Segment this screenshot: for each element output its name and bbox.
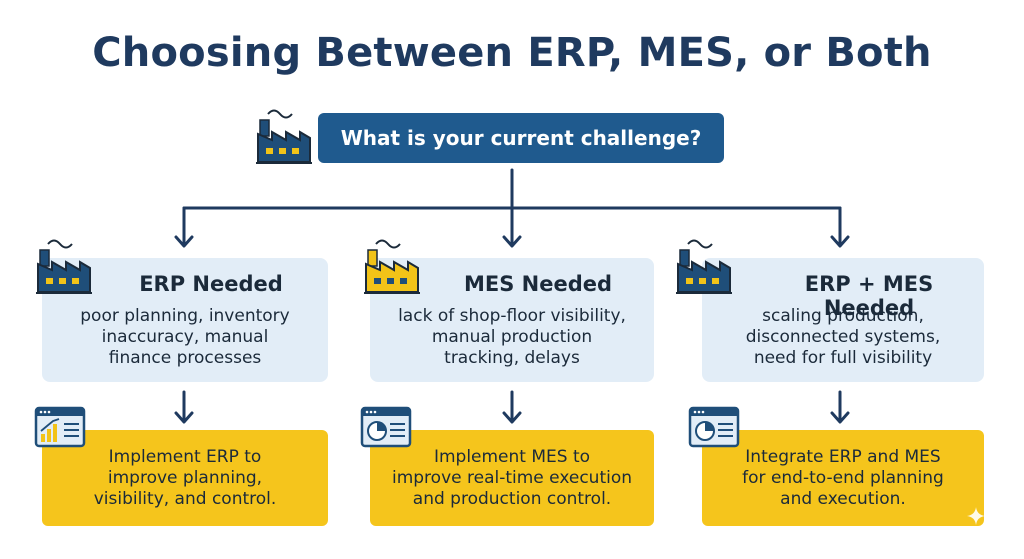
erp-mes-needed-description: scaling production, disconnected systems…	[714, 306, 972, 369]
factory-navy-icon	[676, 239, 732, 294]
factory-icon	[256, 109, 312, 164]
arrowhead-erp-need	[174, 235, 194, 248]
mes-needed-line: tracking, delays	[444, 348, 580, 368]
erp-mes-action-line: Integrate ERP and MES	[745, 446, 941, 467]
page-title: Choosing Between ERP, MES, or Both	[92, 30, 932, 76]
mes-needed-line: lack of shop-floor visibility,	[398, 306, 626, 326]
factory-navy-icon	[36, 239, 92, 294]
erp-needed-line: poor planning, inventory	[80, 306, 290, 326]
mes-needed-line: manual production	[431, 327, 593, 347]
arrowhead-erp-action	[174, 411, 194, 424]
mes-action-card: Implement MES to improve real-time execu…	[370, 430, 654, 526]
erp-action-line: improve planning,	[107, 467, 263, 488]
erp-mes-action-line: for end-to-end planning	[742, 467, 944, 488]
mes-action-line: Implement MES to	[433, 446, 591, 467]
erp-mes-needed-card: ERP + MES Needed scaling production, dis…	[702, 258, 984, 382]
pie-chart-dashboard-icon	[360, 406, 412, 448]
erp-needed-line: inaccuracy, manual	[101, 327, 269, 347]
erp-action-line: visibility, and control.	[93, 488, 277, 509]
erp-mes-needed-title: ERP + MES Needed	[804, 272, 934, 320]
erp-mes-needed-line: scaling production,	[762, 306, 924, 326]
mes-action-line: and production control.	[412, 488, 612, 509]
arrowhead-both-action	[830, 411, 850, 424]
arrowhead-both-need	[830, 235, 850, 248]
erp-needed-description: poor planning, inventory inaccuracy, man…	[54, 306, 316, 369]
erp-action-line: Implement ERP to	[108, 446, 262, 467]
arrowhead-mes-need	[502, 235, 522, 248]
bar-chart-dashboard-icon	[34, 406, 86, 448]
factory-yellow-icon	[364, 239, 420, 294]
erp-mes-needed-line: disconnected systems,	[745, 327, 941, 347]
erp-needed-title: ERP Needed	[139, 272, 283, 296]
erp-mes-needed-line: need for full visibility	[753, 348, 933, 368]
challenge-question: What is your current challenge?	[318, 113, 724, 163]
mes-needed-title: MES Needed	[463, 272, 613, 296]
erp-mes-action-line: and execution.	[780, 488, 906, 509]
pie-chart-dashboard-icon	[688, 406, 740, 448]
erp-action-card: Implement ERP to improve planning, visib…	[42, 430, 328, 526]
erp-needed-line: finance processes	[108, 348, 262, 368]
erp-needed-card: ERP Needed poor planning, inventory inac…	[42, 258, 328, 382]
mes-needed-description: lack of shop-floor visibility, manual pr…	[382, 306, 642, 369]
sparkle-icon	[967, 507, 985, 525]
mes-action-line: improve real-time execution	[391, 467, 633, 488]
erp-mes-action-card: Integrate ERP and MES for end-to-end pla…	[702, 430, 984, 526]
arrowhead-mes-action	[502, 411, 522, 424]
